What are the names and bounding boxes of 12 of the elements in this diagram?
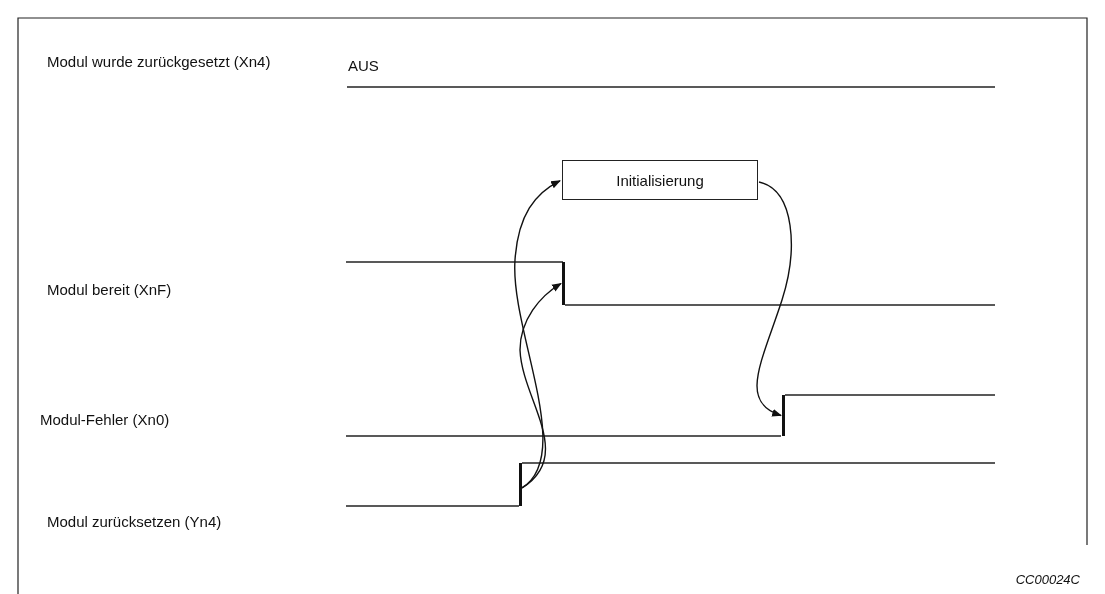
signal-step: [519, 463, 522, 506]
signal-step: [782, 395, 785, 436]
arrow: [519, 282, 562, 489]
process-box: Initialisierung: [562, 160, 758, 200]
signal-state: AUS: [348, 57, 379, 75]
signal-name: Modul bereit (XnF): [47, 281, 172, 299]
figure-code: CC00024C: [1014, 571, 1080, 589]
signal-name: Modul zurücksetzen (Yn4): [47, 513, 222, 531]
signal-step: [562, 262, 565, 305]
arrow: [756, 181, 792, 417]
signal-name: Modul wurde zurückgesetzt (Xn4): [47, 53, 272, 71]
signal-name: Modul-Fehler (Xn0): [40, 411, 170, 429]
